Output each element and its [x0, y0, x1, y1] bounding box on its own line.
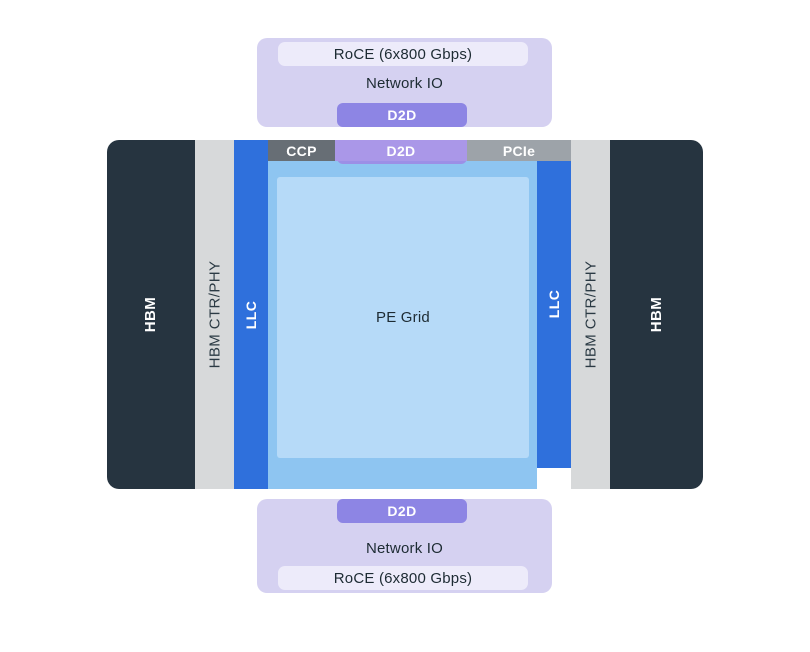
hbm-ctr-phy-left-strip: HBM CTR/PHY: [195, 140, 234, 489]
bottom-roce-link-label: RoCE (6x800 Gbps): [278, 566, 528, 590]
hbm-right-label: HBM: [648, 296, 665, 333]
top-roce-link-label: RoCE (6x800 Gbps): [278, 42, 528, 66]
chip-die: HBM HBM CTR/PHY LLC D2D PE Grid CCP D2D …: [107, 140, 703, 489]
hbm-left-label: HBM: [142, 296, 160, 333]
llc-right-label: LLC: [545, 289, 562, 319]
hbm-ctr-phy-left-label: HBM CTR/PHY: [206, 260, 223, 369]
hbm-left-label-wrap: HBM: [107, 140, 195, 489]
top-network-io-label: Network IO: [365, 75, 443, 92]
llc-right-label-wrap: LLC: [537, 140, 571, 468]
hbm-right-label-wrap: HBM: [610, 140, 703, 489]
hbm-ctr-phy-right-label: HBM CTR/PHY: [582, 260, 599, 369]
bottom-network-io-label: Network IO: [365, 540, 443, 557]
bottom-network-io-panel: D2D Network IO RoCE (6x800 Gbps): [257, 499, 552, 593]
hbm-left-block: HBM: [107, 140, 195, 489]
llc-left-label: LLC: [242, 300, 259, 329]
bottom-panel-d2d-link: D2D: [337, 499, 467, 523]
chip-bottom-io-strip: CCP D2D PCIe: [268, 140, 571, 161]
hbm-ctr-phy-right-strip: HBM CTR/PHY: [571, 140, 610, 489]
llc-left-strip: LLC: [234, 140, 268, 489]
chip-bottom-d2d-link: D2D: [335, 140, 467, 161]
hbm-right-block: HBM: [610, 140, 703, 489]
pe-grid-area: D2D PE Grid: [268, 140, 537, 489]
ccp-block: CCP: [268, 140, 335, 161]
top-panel-d2d-link: D2D: [337, 103, 467, 127]
pe-grid-block: PE Grid: [277, 177, 529, 458]
llc-left-label-wrap: LLC: [234, 140, 268, 489]
llc-right-strip: LLC: [537, 140, 571, 468]
hbm-ctr-phy-left-label-wrap: HBM CTR/PHY: [195, 140, 234, 489]
pcie-block: PCIe: [467, 140, 571, 161]
hbm-ctr-phy-right-label-wrap: HBM CTR/PHY: [571, 140, 610, 489]
top-network-io-panel: RoCE (6x800 Gbps) Network IO D2D: [257, 38, 552, 127]
